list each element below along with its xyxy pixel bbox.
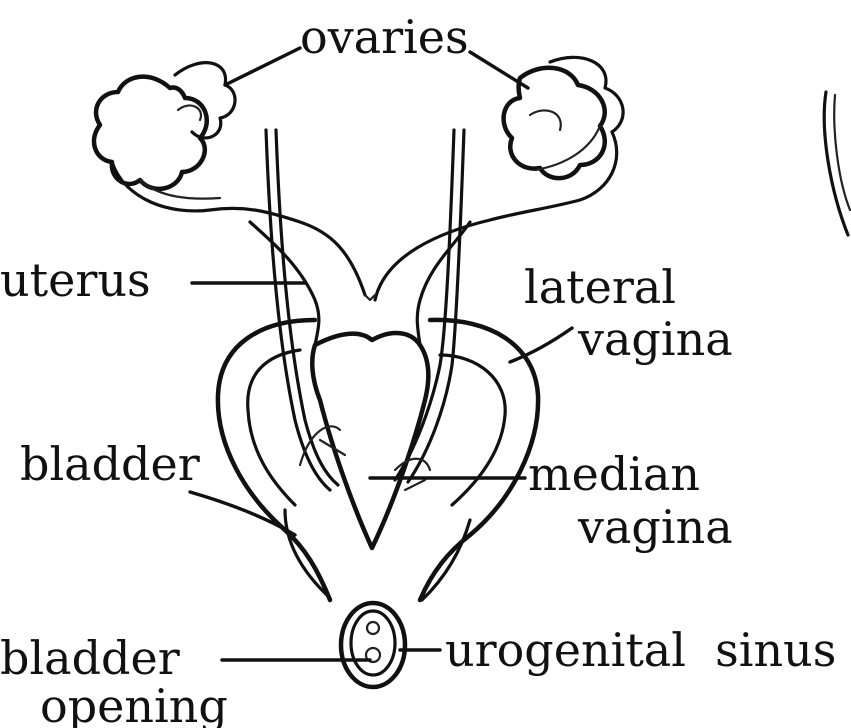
right-lateral-vagina: [420, 320, 538, 600]
label-bladder: bladder: [20, 437, 200, 491]
label-lateral-vagina-2: vagina: [577, 312, 733, 366]
leader-ovaries-right: [470, 52, 528, 88]
label-bladder-opening-1: bladder: [0, 631, 180, 685]
label-urogenital-sinus: urogenital sinus: [445, 623, 836, 677]
label-lateral-vagina-1: lateral: [524, 260, 676, 314]
label-median-vagina-2: vagina: [577, 500, 733, 554]
label-bladder-opening-2: opening: [40, 679, 228, 728]
right-edge-structure: [824, 92, 848, 235]
right-rod: [395, 130, 464, 482]
leader-ovaries-left: [225, 48, 300, 85]
leader-bladder: [190, 492, 295, 535]
median-vagina: [300, 333, 430, 548]
bladder: [285, 510, 470, 600]
left-rod: [266, 130, 338, 490]
right-edge-structure-inner: [834, 95, 850, 210]
label-ovaries: ovaries: [300, 10, 469, 64]
right-ovary: [504, 57, 624, 178]
leader-lateral-vagina: [510, 328, 572, 362]
urogenital-sinus: [341, 603, 405, 687]
label-median-vagina-1: median: [528, 447, 700, 501]
label-uterus: uterus: [0, 253, 151, 307]
